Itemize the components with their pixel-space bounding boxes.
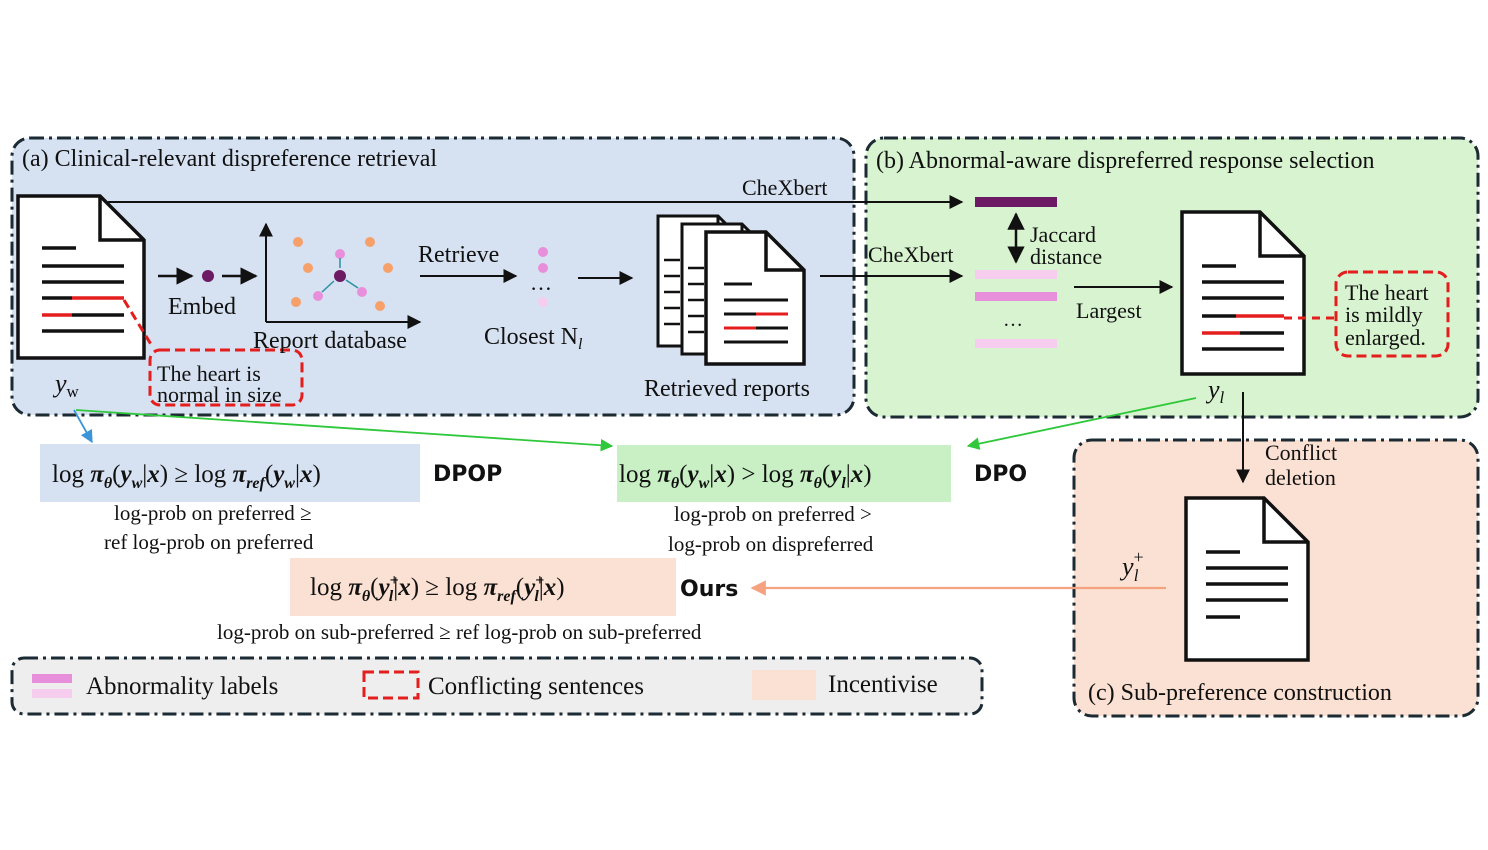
arrow-yl-to-dpo <box>966 397 1197 450</box>
label-bars-ellipsis: … <box>1003 309 1023 331</box>
label-jaccard-1: Jaccard <box>1030 222 1096 247</box>
label-chexbert-top: CheXbert <box>742 175 828 200</box>
legend-conflicting-swatch <box>362 670 420 700</box>
formula-ours-desc: log-prob on sub-preferred ≥ ref log-prob… <box>217 620 702 644</box>
formula-dpop-desc-1: log-prob on preferred ≥ <box>114 501 312 525</box>
formula-dpo-desc-1: log-prob on preferred > <box>674 502 872 526</box>
arrow-yw-to-dpop <box>73 409 93 444</box>
symbol-y-w: yw <box>52 369 80 401</box>
sub-preferred-report-icon <box>1184 496 1310 662</box>
symbol-y-l-plus: y+l <box>1119 547 1144 585</box>
label-bar-retrieved-2 <box>975 292 1057 301</box>
closest-ellipsis: … <box>530 270 552 295</box>
label-closest: Closest Nl <box>484 324 583 353</box>
formula-ours-box <box>290 558 676 616</box>
closest-dot-2 <box>538 263 548 273</box>
label-jaccard-2: distance <box>1030 244 1102 269</box>
legend-abnormality-label: Abnormality labels <box>86 673 278 700</box>
callout-leader-normal <box>122 299 154 347</box>
legend-abnormality-swatch-1 <box>32 674 72 683</box>
callout-normal-box <box>148 348 304 407</box>
formula-dpo-name: DPO <box>974 462 1027 487</box>
formula-ours: log πθ(y+l|x) ≥ log πref(y+l|x) <box>310 572 565 605</box>
report-database-plot <box>259 222 422 329</box>
closest-dot-3 <box>538 297 548 307</box>
callout-normal-line1: The heart is <box>157 361 261 386</box>
formula-ours-name: Ours <box>680 577 738 602</box>
callout-enlarged-box <box>1334 270 1450 358</box>
label-bar-retrieved-1 <box>975 270 1057 279</box>
panel-b-title: (b) Abnormal-aware dispreferred response… <box>876 148 1374 174</box>
dispreferred-report-icon <box>1180 210 1306 376</box>
label-conflict-2: deletion <box>1265 465 1336 490</box>
legend-incentivise-label: Incentivise <box>828 671 938 698</box>
callout-enlarged-line1: The heart <box>1345 280 1429 305</box>
callout-enlarged-line2: is mildly <box>1345 302 1423 327</box>
preferred-report-icon <box>16 194 146 360</box>
retrieved-reports-icon <box>656 214 806 366</box>
formula-dpo-box <box>617 445 951 502</box>
formula-dpo: log πθ(yw|x) > log πθ(yl|x) <box>619 461 872 492</box>
formula-dpop-name: DPOP <box>433 462 502 487</box>
embedding-dot <box>202 270 214 282</box>
symbol-y-l: yl <box>1205 375 1225 407</box>
legend-incentivise-swatch <box>752 670 816 700</box>
label-chexbert-mid: CheXbert <box>868 242 954 267</box>
formula-dpop: log πθ(yw|x) ≥ log πref(yw|x) <box>52 461 321 492</box>
formula-dpop-box <box>40 444 420 502</box>
label-conflict-1: Conflict <box>1265 440 1337 465</box>
formula-dpo-desc-2: log-prob on dispreferred <box>668 532 874 556</box>
panel-a-title: (a) Clinical-relevant dispreference retr… <box>22 146 437 172</box>
panel-c-title: (c) Sub-preference construction <box>1088 680 1392 706</box>
label-embed: Embed <box>168 294 236 320</box>
arrow-yw-to-dpo <box>75 409 614 452</box>
closest-dot-1 <box>538 247 548 257</box>
legend-box <box>10 656 984 716</box>
label-bar-preferred <box>975 197 1057 207</box>
legend-conflicting-label: Conflicting sentences <box>428 673 644 700</box>
label-bar-retrieved-n <box>975 339 1057 348</box>
legend-abnormality-swatch-2 <box>32 689 72 698</box>
callout-enlarged-line3: enlarged. <box>1345 325 1426 350</box>
label-retrieve: Retrieve <box>418 242 499 268</box>
label-report-database: Report database <box>253 328 407 354</box>
formula-dpop-desc-2: ref log-prob on preferred <box>104 530 314 554</box>
callout-normal-line2: normal in size <box>157 382 282 407</box>
label-largest: Largest <box>1076 298 1142 323</box>
label-retrieved-reports: Retrieved reports <box>644 376 810 402</box>
